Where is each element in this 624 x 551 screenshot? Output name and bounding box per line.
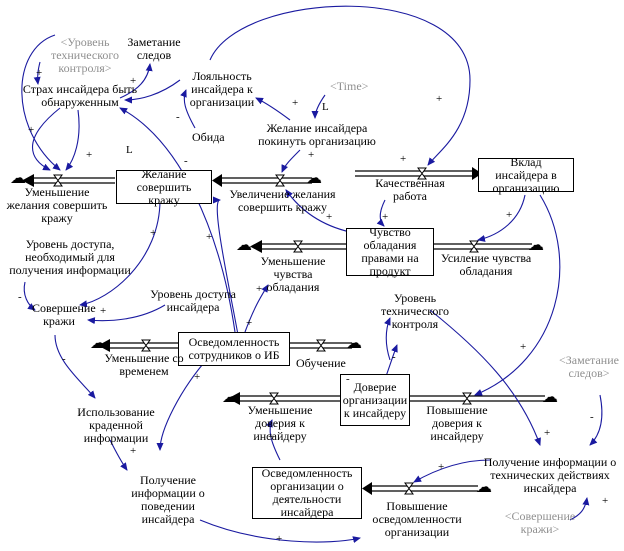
polarity-sign: + (36, 67, 43, 79)
label-covering: Заметание следов (127, 35, 181, 62)
polarity-sign: + (436, 93, 443, 105)
stock-trust-label: Доверие организации к инсайдеру (342, 379, 408, 420)
label-quality: Качественная работа (375, 176, 445, 203)
polarity-sign: - (176, 111, 180, 123)
cloud-icon: ☁ (222, 389, 238, 406)
polarity-sign: - (18, 291, 22, 303)
label-covering-shadow: <Заметание следов> (559, 353, 619, 380)
label-commit: Совершение кражи (32, 301, 96, 328)
polarity-sign: + (100, 305, 107, 317)
polarity-sign: - (346, 373, 350, 385)
polarity-sign: + (130, 445, 137, 457)
polarity-sign: + (382, 211, 389, 223)
label-commit-shadow: <Совершение кражи> (504, 509, 576, 536)
stock-awareness[interactable]: Осведомленность сотрудников о ИБ (178, 332, 290, 366)
label-get-info-behavior: Получение информации о поведении инсайде… (131, 473, 205, 526)
stock-org-awareness[interactable]: Осведомленность организации о деятельнос… (252, 467, 362, 519)
polarity-sign: + (276, 533, 283, 545)
flow-valves (53, 167, 479, 495)
polarity-sign: L (126, 144, 133, 156)
polarity-sign: + (150, 227, 157, 239)
cloud-icon: ☁ (542, 389, 558, 406)
polarity-sign: + (400, 153, 407, 165)
polarity-sign: + (520, 341, 527, 353)
stock-org-awareness-label: Осведомленность организации о деятельнос… (261, 466, 353, 519)
label-decrease-time: Уменьшение со временем (104, 351, 184, 378)
polarity-sign: + (292, 97, 299, 109)
label-insider-access: Уровень доступа инсайдера (150, 287, 236, 314)
polarity-sign: + (506, 209, 513, 221)
polarity-sign: - (184, 155, 188, 167)
polarity-sign: - (590, 411, 594, 423)
polarity-sign: + (130, 75, 137, 87)
label-use-info: Использование краденной информации (77, 405, 155, 445)
cloud-icon: ☁ (306, 170, 322, 187)
label-increase-own: Усиление чувства обладания (440, 251, 532, 278)
cloud-icon: ☁ (236, 237, 252, 254)
label-increase-org: Повышение осведомленности организации (372, 499, 462, 539)
polarity-sign: - (62, 353, 66, 365)
polarity-sign: + (326, 211, 333, 223)
stock-desire-label: Желание совершить кражу (136, 166, 192, 207)
stock-contribution-label: Вклад инсайдера в организацию (492, 154, 560, 195)
label-fear: Страх инсайдера быть обнаруженным (22, 82, 138, 109)
cloud-icon: ☁ (90, 335, 106, 352)
polarity-sign: + (86, 149, 93, 161)
polarity-sign: + (246, 317, 253, 329)
label-loyalty: Лояльность инсайдера к организации (189, 69, 255, 109)
cloud-icon: ☁ (10, 170, 26, 187)
label-training: Обучение (296, 356, 346, 370)
polarity-sign: + (602, 495, 609, 507)
label-offense: Обида (192, 130, 225, 144)
polarity-sign: + (206, 231, 213, 243)
label-tech-control: Уровень технического контроля (380, 291, 450, 331)
cloud-icon: ☁ (346, 335, 362, 352)
causal-links (21, 5, 603, 543)
polarity-sign: + (438, 461, 445, 473)
polarity-sign: + (256, 283, 263, 295)
cloud-icon: ☁ (476, 479, 492, 496)
polarity-sign: + (28, 124, 35, 136)
stock-ownership-label: Чувство обладания правами на продукт (361, 225, 419, 278)
label-control-shadow: <Уровень технического контроля> (50, 35, 120, 75)
label-access: Уровень доступа, необходимый для получен… (9, 237, 131, 277)
polarity-sign: + (308, 149, 315, 161)
stock-desire[interactable]: Желание совершить кражу (116, 166, 212, 207)
label-leave: Желание инсайдера покинуть организацию (258, 121, 376, 148)
label-increase-desire: Увеличение желания совершить кражу (229, 187, 336, 214)
label-time-shadow: <Time> (330, 79, 369, 93)
stock-awareness-label: Осведомленность сотрудников о ИБ (188, 335, 280, 362)
stock-trust[interactable]: Доверие организации к инсайдеру (340, 374, 410, 426)
polarity-sign: + (268, 431, 275, 443)
polarity-sign: + (194, 371, 201, 383)
cloud-icon: ☁ (528, 237, 544, 254)
stock-ownership[interactable]: Чувство обладания правами на продукт (346, 225, 434, 278)
label-get-info-tech: Получение информации о технических дейст… (483, 455, 617, 495)
label-decrease-own: Уменьшение чувства обладания (260, 254, 326, 294)
stock-contribution[interactable]: Вклад инсайдера в организацию (478, 154, 574, 195)
label-decrease-trust: Уменьшение доверия к инсайдеру (247, 403, 313, 443)
label-decrease-desire: Уменьшение желания совершить кражу (6, 185, 108, 225)
polarity-sign: + (544, 427, 551, 439)
label-increase-trust: Повышение доверия к инсайдеру (426, 403, 488, 443)
polarity-sign: L (322, 101, 329, 113)
polarity-sign: - (392, 351, 396, 363)
